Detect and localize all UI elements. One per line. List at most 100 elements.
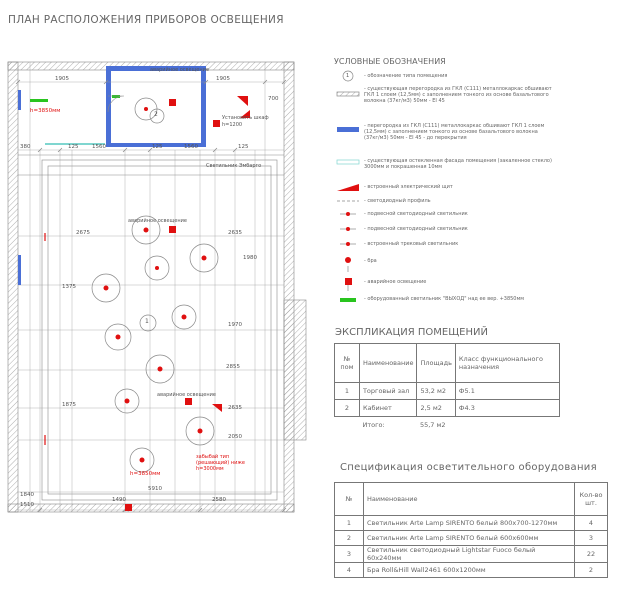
room-label-circle — [149, 108, 165, 124]
table-cell: Светильник Arte Lamp SIRENTO белый 600х6… — [363, 530, 575, 546]
explication-table: № пом Наименование Площадь Класс функцио… — [334, 343, 561, 434]
page-title: ПЛАН РАСПОЛОЖЕНИЯ ПРИБОРОВ ОСВЕЩЕНИЯ — [8, 14, 284, 26]
pendant-lamp — [185, 416, 215, 446]
bottom-note: забыбай тип (решающий) ниже h=3000мм — [196, 454, 245, 472]
dimension-lines — [18, 62, 284, 512]
table-cell: Бра Roll&Hill Wall2461 600х1200мм — [363, 562, 575, 578]
table-cell: 3 — [334, 545, 364, 563]
dim-label: 2855 — [226, 364, 240, 370]
dim-label: 380 — [20, 144, 31, 150]
pendant-lamp — [91, 273, 121, 303]
window-marks — [18, 90, 21, 285]
pendant-lamp — [129, 447, 155, 473]
dim-label: 2635 — [228, 405, 242, 411]
table-cell: Ф4.3 — [454, 399, 561, 417]
table-cell: Ф5.1 — [454, 382, 561, 400]
col-header: Класс функционального назначения — [454, 343, 561, 383]
dim-label: 1875 — [62, 402, 76, 408]
legend-item: - оборудованный светильник "ВЫХОД" над е… — [364, 296, 525, 302]
table-cell: 1 — [334, 515, 364, 531]
legend-symbol-label: 1 — [346, 73, 350, 79]
table-cell: Кабинет — [358, 399, 418, 417]
height-label-right: h=1200 — [222, 122, 243, 128]
table-cell: 2,5 м2 — [416, 399, 456, 417]
table-row: 1 Светильник Arte Lamp SIRENTO белый 800… — [334, 515, 608, 531]
total-value: 55,7 м2 — [419, 421, 446, 429]
table-row: 2 Светильник Arte Lamp SIRENTO белый 600… — [334, 530, 608, 546]
legend-item: - перегородка из ГКЛ (С111) металлокарка… — [364, 123, 545, 141]
legend-title: УСЛОВНЫЕ ОБОЗНАЧЕНИЯ — [334, 57, 446, 66]
col-header: № — [334, 482, 364, 516]
pendant-lamp — [171, 304, 197, 330]
room-label-1: 1 — [145, 318, 149, 325]
legend-item: - подвесной светодиодный светильник — [364, 211, 468, 217]
dim-label: 1905 — [55, 76, 69, 82]
dim-label: 5910 — [148, 486, 162, 492]
table-row: 3 Светильник светодиодный Lightstar Fuoc… — [334, 545, 608, 563]
dim-label: 125 — [68, 144, 79, 150]
pendant-lamp — [145, 354, 175, 384]
table-cell: 3 — [574, 530, 608, 546]
legend-item: - аварийное освещение — [364, 279, 427, 285]
lamp-type-label: Светильник Эмбарго — [206, 163, 262, 169]
legend-item: - существующая остекленная фасада помеще… — [364, 158, 552, 170]
dim-label: 1980 — [243, 255, 257, 261]
dim-label: 1840 — [20, 492, 34, 498]
dim-label: 2050 — [228, 434, 242, 440]
dim-label: 1490 — [112, 497, 126, 503]
exit-lights — [30, 95, 120, 102]
table-cell: 2 — [574, 562, 608, 578]
emergency-lights — [125, 99, 220, 511]
legend-symbols — [336, 70, 360, 302]
table-total-row: Итого: 55,7 м2 — [335, 417, 560, 434]
table-cell: 1 — [334, 382, 360, 400]
table-header-row: № Наименование Кол-во шт. — [334, 482, 608, 516]
pendant-lamp — [189, 243, 219, 273]
table-row: 1 Торговый зал 53,2 м2 Ф5.1 — [334, 382, 561, 400]
dim-label: 2580 — [212, 497, 226, 503]
emergency-label-top: аварийное освещение — [150, 67, 209, 73]
dim-label: 1510 — [20, 502, 34, 508]
legend-item: - бра — [364, 258, 377, 264]
dim-label: 1905 — [216, 76, 230, 82]
pendant-lamps — [91, 97, 219, 473]
table-cell: 2 — [334, 399, 360, 417]
emergency-label-mid: аварийное освещение — [128, 218, 187, 224]
table-header-row: № пом Наименование Площадь Класс функцио… — [334, 343, 561, 383]
col-header: Площадь — [416, 343, 456, 383]
height-label-left: h=3850мм — [30, 108, 61, 114]
room-label-circle — [139, 314, 157, 332]
table-cell: Светильник светодиодный Lightstar Fuoco … — [363, 545, 575, 563]
height-label-bottom: h=3850мм — [130, 471, 161, 477]
col-header: Наименование — [358, 343, 418, 383]
dim-label: 125 — [152, 144, 163, 150]
legend-item: - встроенный электрический щит — [364, 184, 453, 190]
lamp-centers — [103, 107, 207, 463]
table-cell: 2 — [334, 530, 364, 546]
cabinet-partition — [45, 66, 206, 147]
room-label-2: 2 — [154, 111, 158, 118]
dim-label: 2675 — [76, 230, 90, 236]
pendant-lamp — [144, 255, 170, 281]
col-header: Наименование — [363, 482, 575, 516]
table-cell: 22 — [574, 545, 608, 563]
dim-label: 2635 — [228, 230, 242, 236]
pendant-lamp — [131, 215, 161, 245]
table-row: 2 Кабинет 2,5 м2 Ф4.3 — [334, 399, 561, 417]
col-header: Кол-во шт. — [574, 482, 608, 516]
electrical-panels — [212, 96, 250, 412]
legend-item: - встроенный трековый светильник — [364, 241, 459, 247]
table-row: 4 Бра Roll&Hill Wall2461 600х1200мм 2 — [334, 562, 608, 578]
emergency-label-low: аварийное освещение — [157, 392, 216, 398]
dim-label: 125 — [238, 144, 249, 150]
dim-label: 1970 — [228, 322, 242, 328]
explication-title: ЭКСПЛИКАЦИЯ ПОМЕЩЕНИЙ — [335, 327, 488, 338]
table-cell: Светильник Arte Lamp SIRENTO белый 800х7… — [363, 515, 575, 531]
dim-label: 1560 — [92, 144, 106, 150]
led-profile-lines — [18, 154, 284, 501]
outer-walls — [7, 61, 307, 513]
legend-item: - существующая перегородка из ГКЛ (С111)… — [364, 86, 552, 104]
specification-title: Спецификация осветительного оборудования — [340, 462, 597, 473]
pendant-lamp — [114, 388, 140, 414]
